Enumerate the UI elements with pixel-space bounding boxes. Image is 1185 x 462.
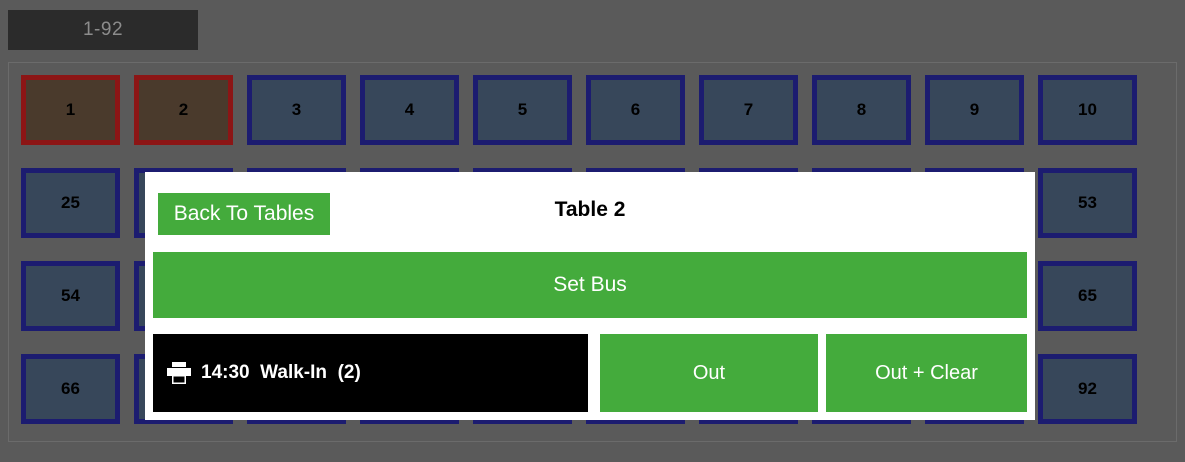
cover-entry-row[interactable]: 14:30 Walk-In (2) bbox=[153, 334, 588, 412]
table-button-92[interactable]: 92 bbox=[1038, 354, 1137, 424]
table-button-2[interactable]: 2 bbox=[134, 75, 233, 145]
set-bus-button[interactable]: Set Bus bbox=[153, 252, 1027, 318]
modal-title: Table 2 bbox=[554, 198, 626, 221]
printer-icon bbox=[167, 362, 191, 384]
table-button-10[interactable]: 10 bbox=[1038, 75, 1137, 145]
table-button-8[interactable]: 8 bbox=[812, 75, 911, 145]
cover-actions-row: 14:30 Walk-In (2) Out Out + Clear bbox=[153, 334, 1027, 412]
modal-header: Back To Tables Table 2 bbox=[153, 180, 1027, 242]
table-button-54[interactable]: 54 bbox=[21, 261, 120, 331]
table-detail-modal: Back To Tables Table 2 Set Bus 14:30 Wal… bbox=[145, 172, 1035, 420]
table-button-66[interactable]: 66 bbox=[21, 354, 120, 424]
table-button-4[interactable]: 4 bbox=[360, 75, 459, 145]
table-button-7[interactable]: 7 bbox=[699, 75, 798, 145]
out-plus-clear-button[interactable]: Out + Clear bbox=[826, 334, 1027, 412]
table-button-3[interactable]: 3 bbox=[247, 75, 346, 145]
out-button[interactable]: Out bbox=[600, 334, 818, 412]
table-button-5[interactable]: 5 bbox=[473, 75, 572, 145]
tab-strip: 1-92 bbox=[0, 0, 1185, 58]
table-button-53[interactable]: 53 bbox=[1038, 168, 1137, 238]
table-button-6[interactable]: 6 bbox=[586, 75, 685, 145]
table-button-9[interactable]: 9 bbox=[925, 75, 1024, 145]
tab-range-1-92[interactable]: 1-92 bbox=[8, 10, 198, 50]
back-to-tables-button[interactable]: Back To Tables bbox=[158, 193, 330, 235]
table-button-25[interactable]: 25 bbox=[21, 168, 120, 238]
cover-entry-label: 14:30 Walk-In (2) bbox=[201, 362, 361, 383]
table-button-65[interactable]: 65 bbox=[1038, 261, 1137, 331]
table-button-1[interactable]: 1 bbox=[21, 75, 120, 145]
tab-label: 1-92 bbox=[82, 19, 124, 40]
